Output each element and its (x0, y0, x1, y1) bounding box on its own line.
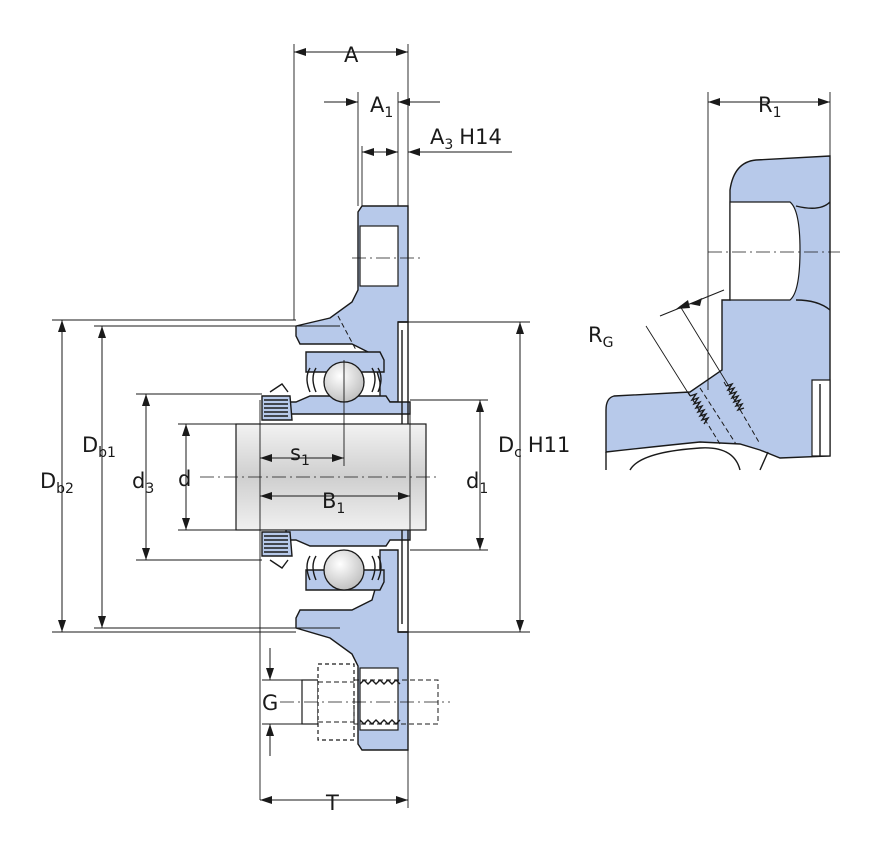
label-A: A (344, 43, 359, 67)
label-Db1: Db1 (82, 433, 116, 461)
detail-view: R1 RG (588, 92, 840, 471)
label-A1: A1 (370, 93, 393, 121)
label-G: G (262, 691, 278, 715)
seal-lower (306, 555, 382, 581)
bolt-hole-upper (359, 225, 399, 287)
label-B1: B1 (322, 489, 345, 517)
label-s1: s1 (290, 441, 310, 469)
label-RG: RG (588, 323, 613, 351)
ball-lower (323, 549, 365, 591)
label-d1: d1 (466, 469, 488, 497)
label-d: d (178, 467, 191, 491)
inner-ring-upper (285, 395, 411, 415)
seal-upper (306, 367, 382, 393)
label-R1: R1 (758, 93, 782, 121)
detail-housing (605, 155, 831, 459)
inner-ring-lower (285, 527, 411, 547)
label-T: T (325, 791, 339, 815)
label-Db2: Db2 (40, 469, 74, 497)
label-d3: d3 (132, 469, 154, 497)
